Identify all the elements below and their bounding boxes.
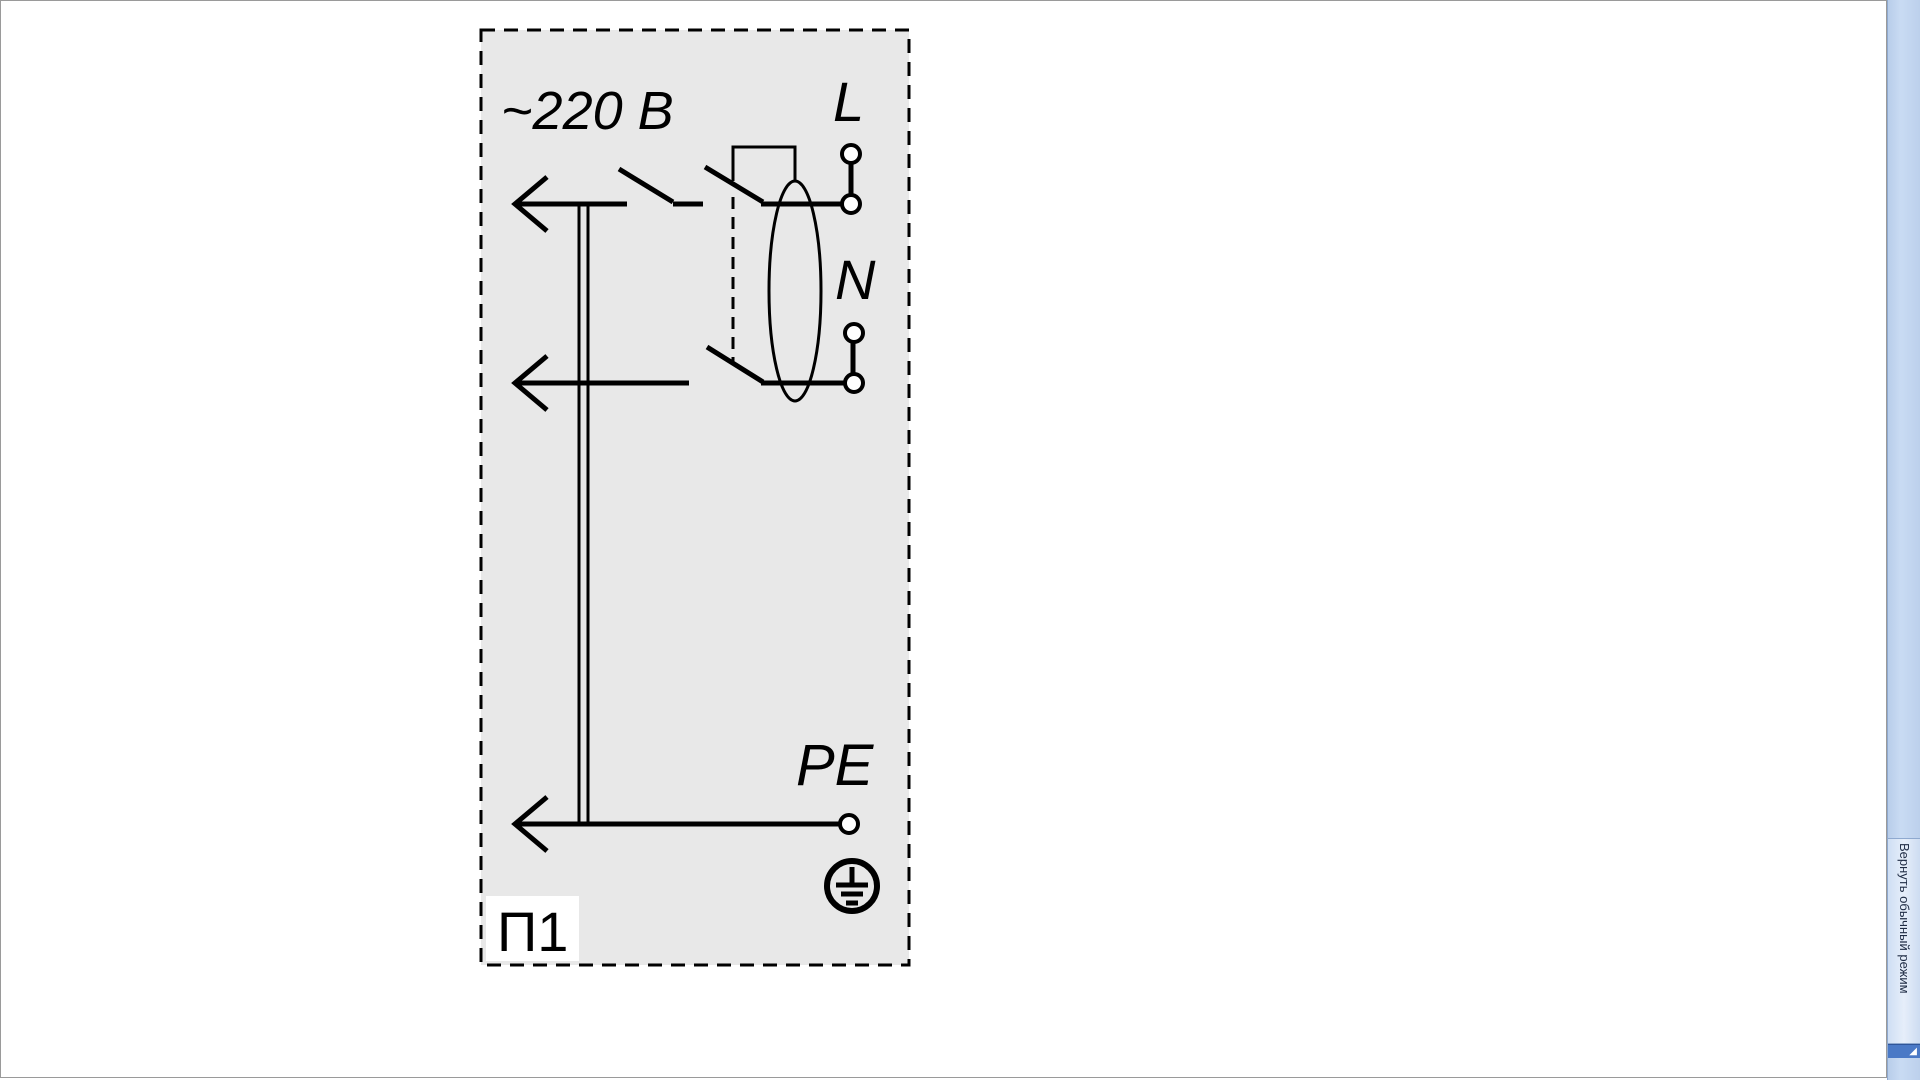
rcd-mechanism (731, 145, 823, 403)
pe-conductor (511, 795, 840, 853)
restore-normal-mode-label: Вернуть обычный режим (1897, 843, 1912, 994)
panel-enclosure (479, 28, 911, 967)
expand-arrow-icon: ◢ (1909, 1046, 1917, 1057)
neutral-label: N (835, 248, 876, 311)
cable-bundle (577, 204, 590, 824)
line-label: L (833, 70, 864, 133)
pe-label: PE (796, 733, 875, 798)
line-conductor (511, 154, 854, 233)
side-panel-toggle-button[interactable]: ◢ (1888, 1044, 1920, 1058)
panel-label-box (486, 896, 579, 961)
voltage-label: ~220 В (501, 81, 674, 141)
restore-normal-mode-tab[interactable]: Вернуть обычный режим (1888, 838, 1920, 1044)
protective-earth-icon (824, 858, 880, 914)
panel-label: П1 (497, 900, 568, 963)
